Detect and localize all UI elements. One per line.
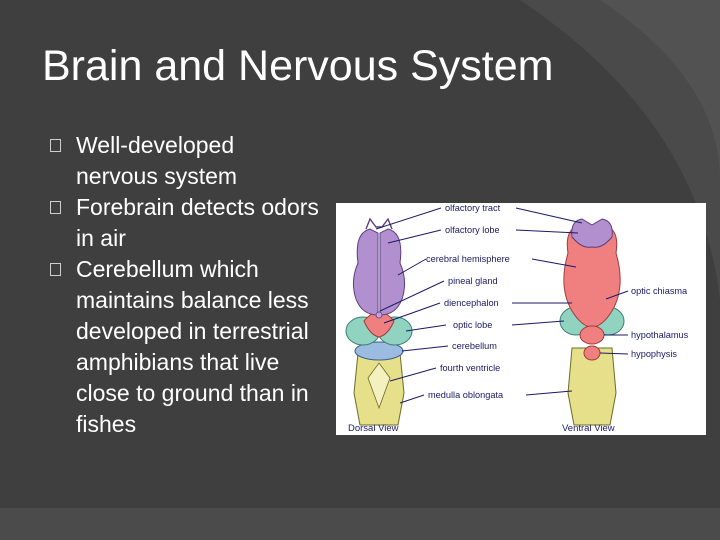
label-optic-chiasma: optic chiasma (631, 286, 688, 296)
label-hypothalamus: hypothalamus (631, 330, 689, 340)
caption-dorsal-view: Dorsal View (348, 423, 399, 434)
ventral-medulla-shape (567, 347, 617, 426)
brain-diagram-svg: olfactory tract olfactory lobe cerebral … (345, 203, 689, 434)
bullet-list: Well-developed nervous system Forebrain … (50, 130, 320, 440)
label-pineal-gland: pineal gland (448, 276, 498, 286)
label-cerebral-hemisphere: cerebral hemisphere (426, 254, 510, 264)
label-cerebellum: cerebellum (452, 341, 497, 351)
label-medulla-oblongata: medulla oblongata (428, 390, 504, 400)
dorsal-hemisphere-right (379, 228, 406, 316)
ventral-hypophysis (583, 345, 601, 361)
brain-diagram: olfactory tract olfactory lobe cerebral … (336, 203, 706, 435)
square-bullet-icon (50, 263, 61, 276)
caption-ventral-view: Ventral View (562, 423, 615, 434)
bullet-item: Forebrain detects odors in air (50, 192, 320, 254)
label-hypophysis: hypophysis (631, 349, 677, 359)
square-bullet-icon (50, 139, 61, 152)
label-fourth-ventricle: fourth ventricle (440, 363, 500, 373)
dorsal-fourth-ventricle-shape (367, 362, 391, 410)
dorsal-brain (345, 217, 413, 426)
leader-lines (375, 207, 629, 404)
dorsal-hemisphere-left (352, 228, 379, 316)
dorsal-pineal-gland (375, 311, 383, 319)
bullet-item: Cerebellum which maintains balance less … (50, 254, 320, 440)
bullet-item: Well-developed nervous system (50, 130, 320, 192)
label-olfactory-lobe: olfactory lobe (445, 225, 500, 235)
square-bullet-icon (50, 201, 61, 214)
ventral-brain (559, 218, 625, 426)
label-optic-lobe: optic lobe (453, 320, 492, 330)
bullet-text: Cerebellum which maintains balance less … (76, 256, 309, 437)
label-diencephalon: diencephalon (444, 298, 499, 308)
slide-title: Brain and Nervous System (42, 42, 554, 90)
dorsal-olfactory-tract (365, 217, 393, 230)
bullet-text: Forebrain detects odors in air (76, 194, 319, 251)
bullet-text: Well-developed nervous system (76, 132, 238, 189)
ventral-olfactory-lobe (571, 218, 613, 248)
ventral-hypothalamus (579, 325, 605, 345)
label-olfactory-tract: olfactory tract (445, 203, 501, 213)
